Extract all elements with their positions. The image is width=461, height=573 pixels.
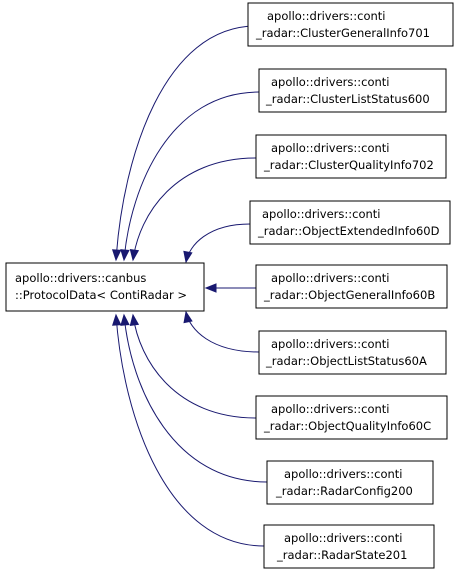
inheritance-arrowhead (129, 248, 140, 262)
derived-class-label-line1: apollo::drivers::conti (271, 141, 389, 155)
derived-class-node[interactable]: apollo::drivers::conti _radar::ObjectQua… (255, 395, 448, 440)
derived-class-node[interactable]: apollo::drivers::conti _radar::ObjectExt… (249, 200, 451, 245)
derived-class-label-line2: _radar::ObjectExtendedInfo60D (257, 224, 440, 238)
derived-class-label-line2: _radar::ClusterListStatus600 (265, 92, 430, 106)
inheritance-edge (123, 314, 268, 483)
inheritance-arrowhead (120, 249, 130, 262)
derived-class-label-line1: apollo::drivers::conti (267, 9, 385, 23)
derived-class-label-line2: _radar::ObjectListStatus60A (265, 354, 427, 368)
inheritance-edge (185, 223, 251, 263)
base-class-label-line2: ::ProtocolData< ContiRadar > (15, 288, 187, 302)
derived-class-label-line1: apollo::drivers::conti (271, 402, 389, 416)
derived-class-label-line2: _radar::ObjectGeneralInfo60B (263, 288, 435, 302)
derived-class-label-line2: _radar::RadarConfig200 (275, 484, 413, 498)
inheritance-edges (111, 25, 268, 547)
derived-class-node[interactable]: apollo::drivers::conti _radar::RadarStat… (263, 524, 435, 569)
derived-class-label-line1: apollo::drivers::conti (271, 337, 389, 351)
derived-class-node[interactable]: apollo::drivers::conti _radar::ClusterLi… (258, 68, 447, 113)
derived-class-node[interactable]: apollo::drivers::conti _radar::RadarConf… (266, 460, 434, 505)
inheritance-arrowhead (111, 249, 122, 262)
derived-class-node[interactable]: apollo::drivers::conti _radar::ObjectGen… (255, 264, 448, 309)
derived-class-label-line1: apollo::drivers::conti (284, 531, 402, 545)
base-class-label-line1: apollo::drivers::canbus (15, 271, 146, 285)
derived-class-node[interactable]: apollo::drivers::conti _radar::ObjectLis… (258, 330, 447, 375)
inheritance-edge (115, 314, 265, 547)
inheritance-arrowhead (129, 313, 140, 327)
inheritance-arrowhead (183, 250, 193, 264)
derived-class-label-line1: apollo::drivers::conti (284, 467, 402, 481)
derived-class-label-line2: _radar::ClusterQualityInfo702 (263, 158, 434, 172)
inheritance-arrowhead (112, 313, 122, 326)
derived-class-label-line1: apollo::drivers::conti (271, 271, 389, 285)
inheritance-edge (115, 25, 257, 261)
inheritance-arrowhead (183, 310, 193, 324)
derived-class-label-line1: apollo::drivers::conti (271, 75, 389, 89)
derived-class-node[interactable]: apollo::drivers::conti _radar::ClusterQu… (255, 134, 447, 179)
inheritance-arrowhead (120, 313, 130, 326)
base-class-node[interactable]: apollo::drivers::canbus ::ProtocolData< … (5, 262, 205, 312)
derived-class-label-line2: _radar::ClusterGeneralInfo701 (255, 26, 430, 40)
derived-class-node[interactable]: apollo::drivers::conti _radar::ClusterGe… (247, 2, 454, 47)
inheritance-edge (185, 311, 260, 353)
inheritance-edge (132, 157, 257, 261)
derived-class-label-line2: _radar::ObjectQualityInfo60C (263, 419, 431, 433)
derived-class-label-line2: _radar::RadarState201 (276, 548, 407, 562)
inheritance-arrowhead (204, 283, 217, 293)
inheritance-edge (123, 91, 260, 261)
inheritance-edge (132, 314, 257, 419)
derived-class-label-line1: apollo::drivers::conti (262, 207, 380, 221)
